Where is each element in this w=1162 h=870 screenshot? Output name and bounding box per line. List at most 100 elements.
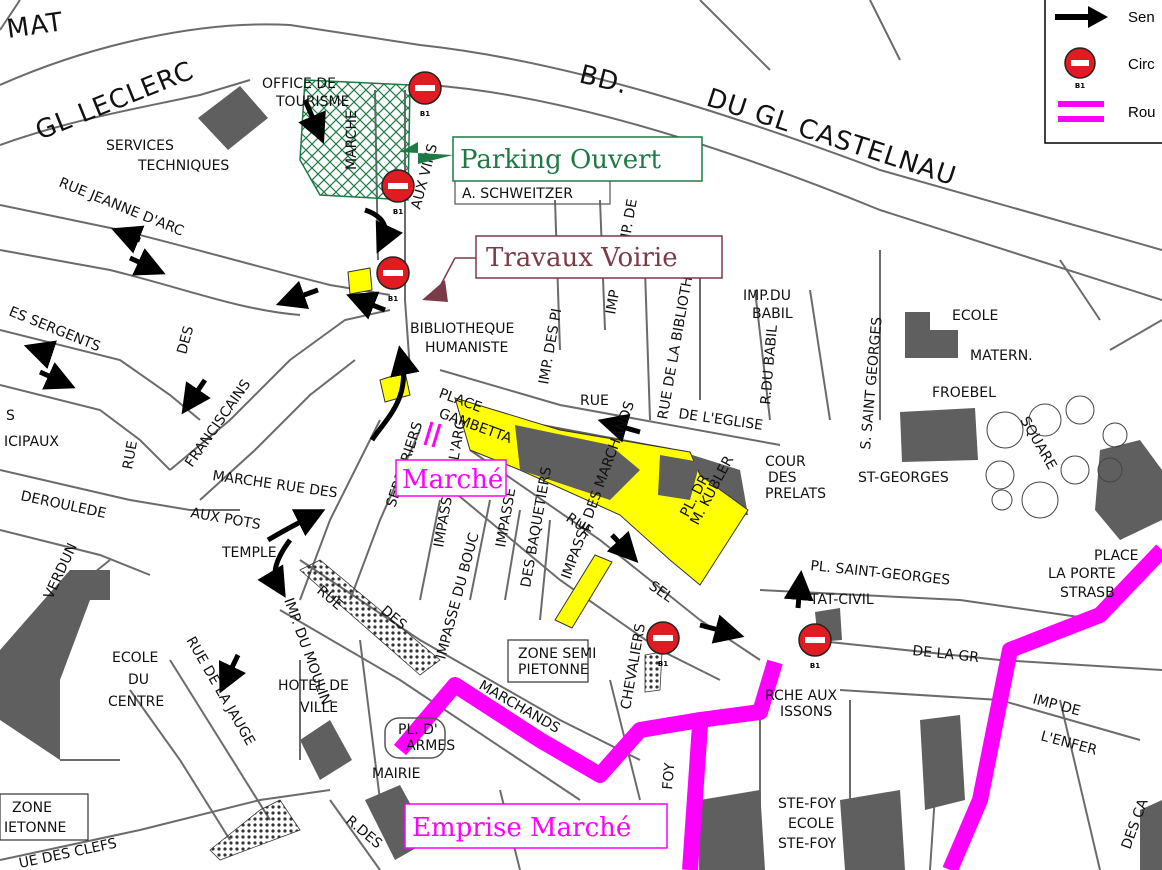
- street-label: FOY: [660, 762, 678, 791]
- right-edge-building: [1140, 800, 1162, 870]
- street-label: STRASB: [1060, 585, 1115, 601]
- street-label: TEMPLE: [221, 545, 277, 561]
- place-porte-building: [1095, 440, 1162, 540]
- zone-semi-label-2: PIETONNE: [518, 662, 589, 678]
- parking-pointer-icon: [400, 142, 453, 164]
- street-label: ST-GEORGES: [858, 470, 949, 486]
- street-label: DES: [174, 324, 197, 356]
- no-entry-sign-icon: B1: [408, 71, 442, 118]
- street-label: ECOLE: [788, 816, 834, 832]
- street-label: ISSONS: [780, 704, 832, 720]
- travaux-callout[interactable]: Travaux Voirie: [422, 235, 723, 302]
- street-label: HUMANISTE: [425, 340, 508, 356]
- street-label: SEL: [646, 578, 676, 606]
- ecole-maternelle-building: [905, 312, 958, 358]
- street-label: TECHNIQUES: [137, 158, 229, 174]
- traffic-direction-arrows: [23, 99, 814, 694]
- direction-arrow-icon: [275, 280, 319, 310]
- street-label: BABIL: [752, 306, 793, 322]
- right-building: [920, 715, 965, 810]
- marche-label: Marché: [402, 465, 503, 495]
- street-label: OFFICE DE: [262, 76, 336, 92]
- street-label: SERVICES: [106, 138, 174, 154]
- travaux-label: Travaux Voirie: [486, 243, 678, 273]
- street-label: MARCHE: [344, 110, 360, 170]
- street-label: DE LA GR: [912, 643, 980, 666]
- ste-foy-building: [700, 790, 765, 870]
- direction-arrow-icon: [606, 530, 639, 563]
- street-label: STE-FOY: [778, 796, 837, 812]
- zone-left-label-2: IETONNE: [4, 820, 66, 836]
- sign-code-label: B1: [420, 110, 430, 118]
- direction-arrow-icon: [369, 345, 420, 442]
- street-label: IMP.DU: [743, 288, 791, 304]
- street-label: PL. SAINT-GEORGES: [810, 558, 951, 589]
- direction-arrow-icon: [298, 99, 326, 144]
- zone-pietonne-box: ZONE IETONNE: [0, 793, 89, 841]
- direction-arrow-icon: [181, 378, 211, 415]
- street-label: RUE: [120, 440, 141, 471]
- direction-arrow-icon: [346, 291, 386, 320]
- square-label: SQUARE: [1017, 414, 1060, 473]
- street-label: VILLE: [300, 700, 338, 716]
- parking-area[interactable]: [299, 79, 411, 201]
- market-marker-lines: [423, 421, 442, 448]
- street-label: COUR: [765, 454, 806, 470]
- emprise-callout[interactable]: Emprise Marché: [404, 803, 668, 849]
- no-entry-sign-icon: B1: [1064, 47, 1096, 90]
- street-label: CHEVALIERS: [618, 622, 649, 710]
- hotel-de-ville-building: [300, 720, 352, 780]
- direction-arrow-icon: [257, 538, 293, 598]
- street-label: MATERN.: [970, 348, 1033, 364]
- street-label: IMPASSE DU BOUC: [433, 531, 482, 661]
- street-label: BD.: [576, 60, 631, 101]
- street-label: TOURISME: [275, 94, 350, 110]
- street-label: DES: [768, 470, 797, 486]
- street-label: LA PORTE: [1048, 566, 1116, 582]
- street-label: L'ENFER: [1039, 728, 1099, 758]
- direction-arrow-icon: [699, 614, 745, 644]
- zone-semi-label: ZONE SEMI: [518, 646, 596, 662]
- street-label: DEROULEDE: [19, 488, 107, 522]
- no-entry-sign-icon: B1: [646, 621, 680, 668]
- tree-icons: [985, 395, 1128, 519]
- street-label: STE-FOY: [778, 836, 837, 852]
- zone-semi-pietonne-box: ZONE SEMI PIETONNE: [507, 639, 596, 683]
- direction-arrow-icon: [364, 207, 403, 254]
- direction-arrow-icon: [1055, 6, 1108, 28]
- street-label: IMP. DES PI: [536, 307, 565, 386]
- marche-callout[interactable]: Marché: [395, 459, 507, 497]
- ecole-centre-building: [0, 570, 110, 760]
- street-label: S. SAINT GEORGES: [858, 316, 886, 450]
- sign-code-label: B1: [388, 295, 398, 303]
- street-label: RCHE AUX: [765, 688, 837, 704]
- direction-arrow-icon: [128, 248, 166, 276]
- parking-callout[interactable]: Parking Ouvert: [400, 136, 703, 182]
- street-label: RUE: [580, 393, 609, 409]
- no-entry-sign-icon: B1: [798, 623, 832, 670]
- street-label: ICIPAUX: [4, 434, 59, 450]
- street-label: ECOLE: [112, 650, 158, 666]
- street-label: RUE DE LA JAUGE: [183, 634, 258, 748]
- street-label: PLACE: [1094, 548, 1139, 564]
- direction-arrow-icon: [597, 413, 641, 443]
- street-label: HOTEL DE: [278, 678, 349, 694]
- street-label: R.DU BABIL: [758, 324, 781, 405]
- sign-code-label: B1: [393, 208, 403, 216]
- sign-code-label: B1: [658, 660, 668, 668]
- street-label: A. SCHWEITZER: [462, 186, 573, 202]
- street-label: PL. D': [398, 722, 438, 738]
- direction-arrow-icon: [783, 570, 814, 609]
- street-label: FRANCISCAINS: [182, 377, 254, 471]
- direction-arrow-icon: [266, 509, 326, 543]
- street-label: PRELATS: [765, 486, 826, 502]
- direction-arrow-icon: [23, 340, 57, 369]
- legend-label: Sen: [1128, 9, 1155, 26]
- direction-arrow-icon: [111, 225, 145, 254]
- zone-left-label: ZONE: [12, 800, 52, 816]
- no-entry-signs: B1 B1 B1 B1 B1: [376, 71, 832, 670]
- street-label: DU: [128, 672, 149, 688]
- parking-label: Parking Ouvert: [460, 145, 662, 175]
- emprise-label: Emprise Marché: [412, 813, 631, 843]
